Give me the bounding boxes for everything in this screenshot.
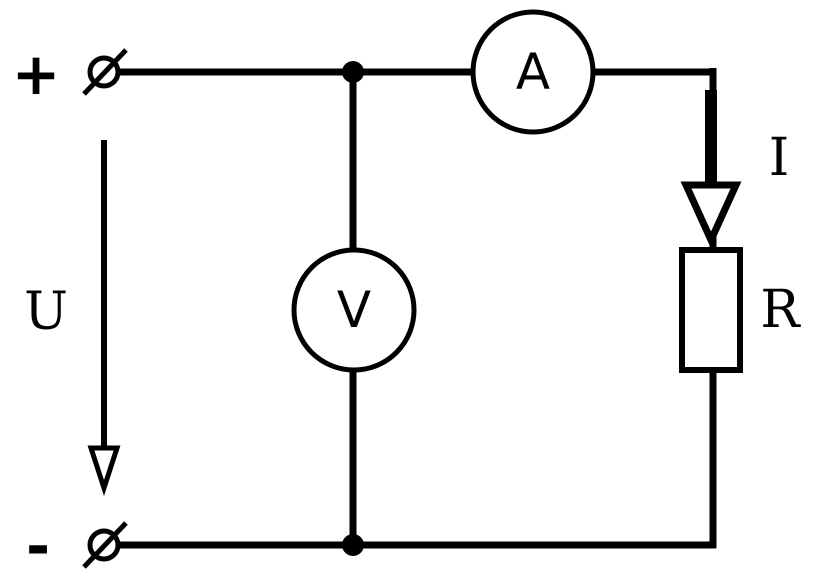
positive-sign: +: [12, 40, 61, 108]
current-label: I: [769, 128, 790, 188]
resistance-label: R: [760, 280, 801, 340]
voltmeter-label: V: [337, 281, 371, 339]
voltmeter-circle: [291, 247, 417, 373]
positive-terminal-icon: [82, 48, 128, 96]
ammeter: A: [470, 9, 596, 135]
ammeter-circle: [470, 9, 596, 135]
resistor: [679, 247, 743, 373]
voltage-arrow-icon: [87, 140, 121, 497]
junction-dot-icon: [342, 534, 364, 556]
current-arrow-icon: [680, 90, 742, 249]
junction-dot-icon: [342, 61, 364, 83]
voltmeter: V: [291, 247, 417, 373]
negative-terminal-icon: [82, 521, 128, 569]
ammeter-label: A: [516, 43, 550, 101]
negative-sign: -: [26, 512, 50, 576]
voltage-label: U: [24, 282, 68, 342]
